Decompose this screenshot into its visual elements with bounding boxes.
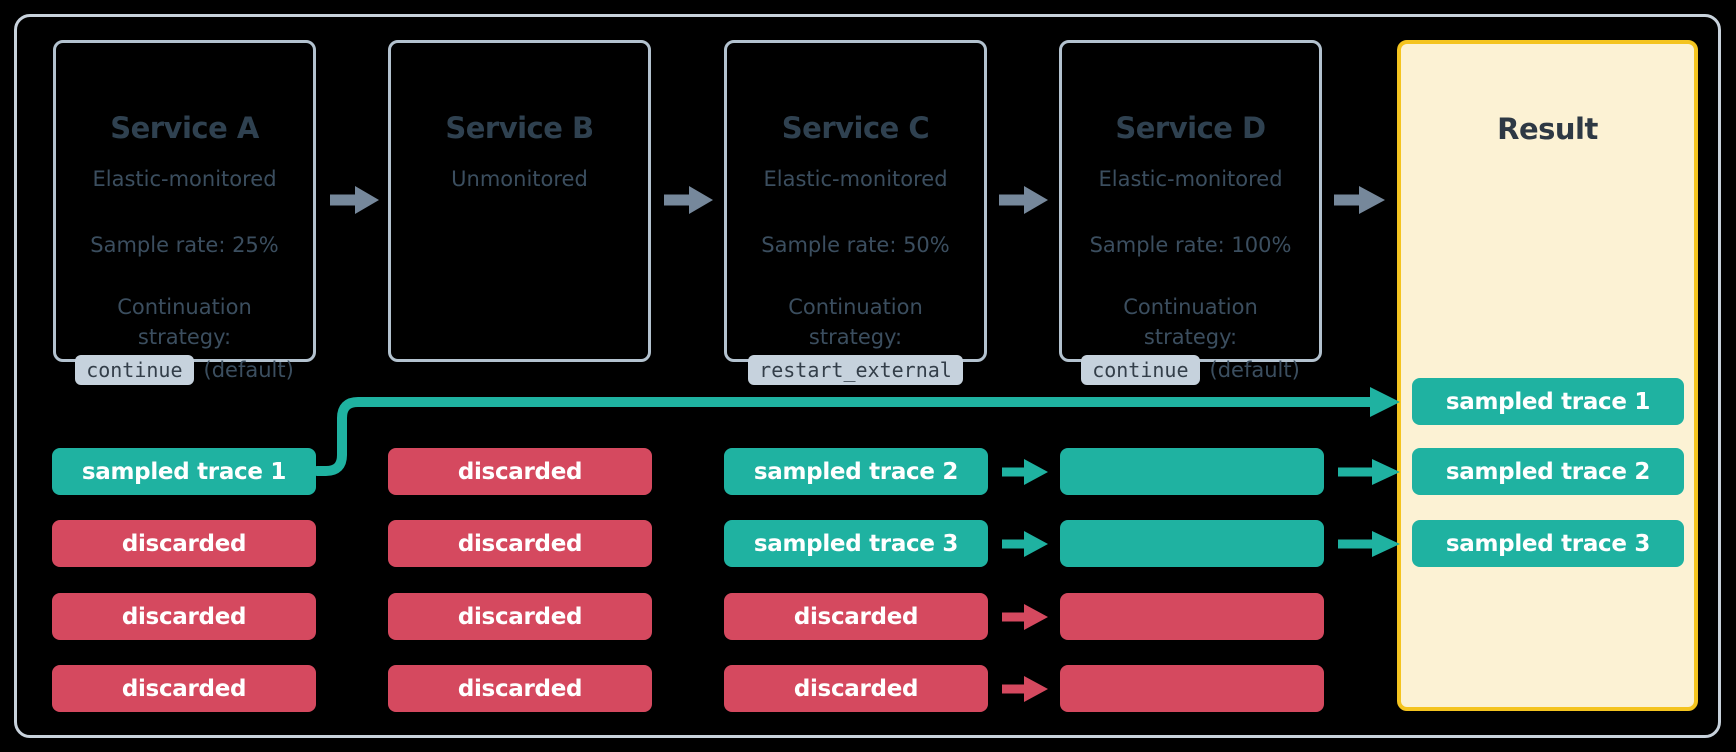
service-d-strategy-code: continue [1081,355,1200,385]
service-d-box: Service D Elastic-monitored Sample rate:… [1059,40,1322,385]
service-c-box: Service C Elastic-monitored Sample rate:… [724,40,987,385]
service-d-strategy-suffix: (default) [1209,358,1300,382]
trace-pill-col-d-row3 [1060,593,1324,640]
result-pill-trace3: sampled trace 3 [1412,520,1684,567]
service-a-monitoring: Elastic-monitored [92,167,277,191]
trace-pill-col-a-row2: discarded [52,520,316,567]
service-d-strategy-value: continue (default) [1062,354,1319,386]
service-a-strategy-suffix: (default) [203,358,294,382]
service-a-sample-rate: Sample rate: 25% [90,233,279,257]
trace-pill-col-c-row3: discarded [724,593,988,640]
result-box: Result [1397,40,1698,711]
service-a-title: Service A [110,111,259,145]
result-pill-trace1: sampled trace 1 [1412,378,1684,425]
service-a-strategy-value: continue (default) [56,354,313,386]
trace-pill-col-d-row1 [1060,448,1324,495]
service-a-strategy-code: continue [75,355,194,385]
service-d-monitoring: Elastic-monitored [1098,167,1283,191]
service-b-monitoring: Unmonitored [451,167,588,191]
trace-pill-col-b-row1: discarded [388,448,652,495]
service-c-title: Service C [781,111,930,145]
service-c-strategy-label-line1: Continuation [788,295,923,319]
service-d-title: Service D [1115,111,1266,145]
result-title: Result [1497,112,1598,146]
trace-pill-col-a-row3: discarded [52,593,316,640]
trace-pill-col-a-row4: discarded [52,665,316,712]
diagram-outer-frame [14,14,1721,738]
trace-pill-col-b-row2: discarded [388,520,652,567]
service-a-strategy-label-line2: strategy: [137,325,232,349]
service-c-sample-rate: Sample rate: 50% [761,233,950,257]
service-c-monitoring: Elastic-monitored [763,167,948,191]
service-d-strategy-label-line2: strategy: [1143,325,1238,349]
service-b-title: Service B [445,111,594,145]
service-b-box: Service B Unmonitored [388,40,651,362]
service-d-sample-rate: Sample rate: 100% [1089,233,1292,257]
service-a-strategy-label-line1: Continuation [117,295,252,319]
trace-pill-col-c-row2: sampled trace 3 [724,520,988,567]
result-pill-trace2: sampled trace 2 [1412,448,1684,495]
trace-pill-col-b-row3: discarded [388,593,652,640]
trace-pill-col-b-row4: discarded [388,665,652,712]
trace-pill-col-c-row1: sampled trace 2 [724,448,988,495]
service-a-box: Service A Elastic-monitored Sample rate:… [53,40,316,385]
trace-pill-col-d-row4 [1060,665,1324,712]
trace-pill-col-a-row1: sampled trace 1 [52,448,316,495]
service-c-strategy-value: restart_external [727,354,984,386]
service-c-strategy-code: restart_external [748,355,963,385]
service-d-strategy-label-line1: Continuation [1123,295,1258,319]
trace-pill-col-c-row4: discarded [724,665,988,712]
trace-pill-col-d-row2 [1060,520,1324,567]
service-c-strategy-label-line2: strategy: [808,325,903,349]
